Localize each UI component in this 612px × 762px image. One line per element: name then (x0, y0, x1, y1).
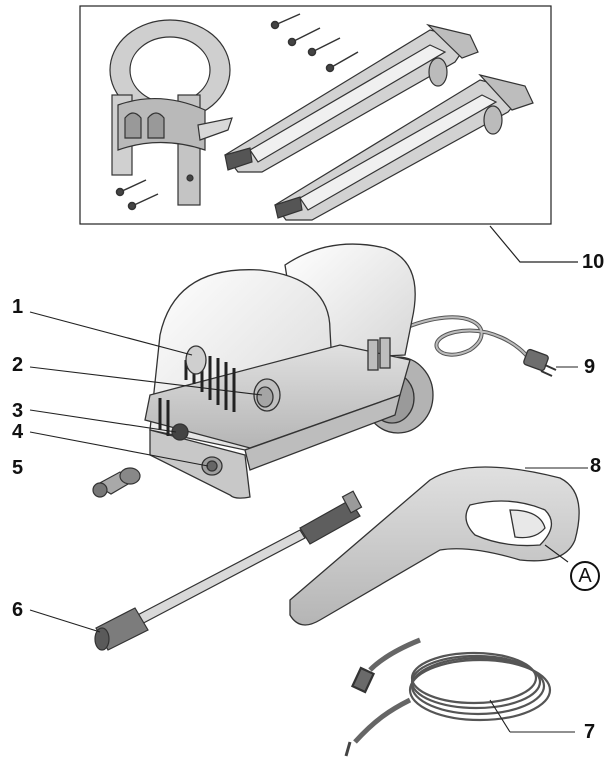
callout-3: 3 (12, 400, 24, 422)
trigger-gun (289, 466, 580, 626)
callout-9: 9 (584, 356, 596, 378)
callout-8: 8 (590, 455, 602, 477)
accessory-box (79, 5, 552, 225)
wall-bracket-upper (224, 23, 479, 173)
wall-bracket-lower (274, 73, 534, 221)
power-plug (523, 348, 557, 377)
on-off-switch (185, 345, 207, 375)
callout-6: 6 (12, 599, 24, 621)
callout-1: 1 (12, 296, 24, 318)
high-pressure-hose (344, 637, 552, 757)
hose-coupling-adapter (92, 467, 141, 498)
callout-4: 4 (12, 421, 24, 443)
hose-holder-bracket (109, 19, 233, 206)
leader-lines (29, 311, 588, 733)
callout-a: A (570, 561, 600, 591)
high-pressure-outlet (171, 423, 189, 441)
screws (115, 13, 359, 211)
spray-lance (94, 490, 363, 651)
callout-2: 2 (12, 354, 24, 376)
pressure-washer-unit (144, 243, 557, 499)
leader-line-10 (489, 225, 578, 263)
callout-5: 5 (12, 457, 24, 479)
callout-7: 7 (584, 721, 596, 743)
callout-10: 10 (582, 251, 605, 273)
